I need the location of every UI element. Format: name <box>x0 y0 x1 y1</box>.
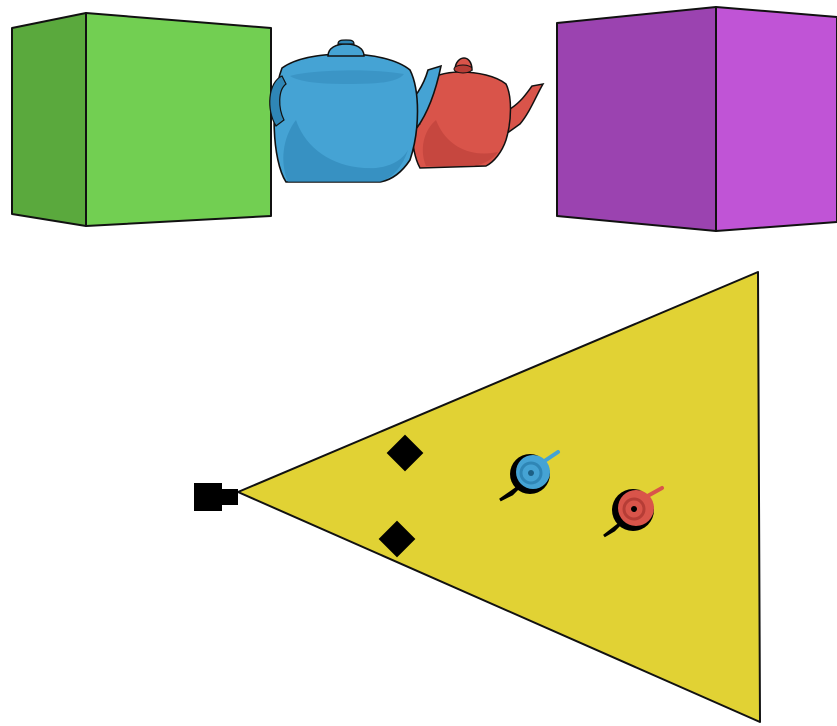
top-down-view <box>194 272 760 722</box>
green-cube <box>12 13 271 226</box>
blue-teapot <box>270 40 441 182</box>
camera-icon <box>194 483 238 511</box>
perspective-view <box>12 7 837 231</box>
view-frustum <box>238 272 760 722</box>
purple-cube <box>557 7 837 231</box>
blue-teapot-lid <box>328 44 364 56</box>
green-cube-front-face <box>86 13 271 226</box>
purple-cube-front-face <box>557 7 716 231</box>
blue-teapot-lid-knob <box>338 40 354 44</box>
purple-cube-side-face <box>716 7 837 231</box>
green-cube-side-face <box>12 13 86 226</box>
red-teapot-lid-knob <box>454 65 472 73</box>
